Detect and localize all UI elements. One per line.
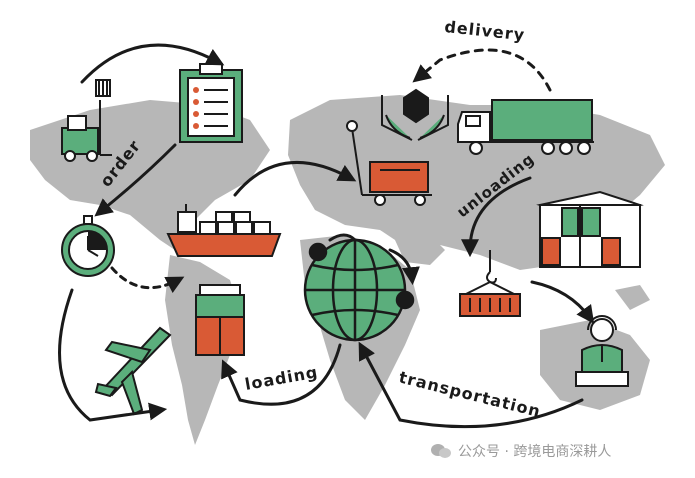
crane-container-icon — [459, 250, 521, 317]
stopwatch-icon — [61, 215, 115, 277]
watermark: 公众号 · 跨境电商深耕人 — [430, 440, 611, 462]
clipboard-icon — [179, 63, 243, 143]
watermark-text: 公众号 · 跨境电商深耕人 — [458, 444, 612, 460]
truck-icon — [457, 99, 594, 155]
label-delivery: delivery — [444, 17, 526, 44]
containers-icon — [536, 190, 644, 268]
label-transportation: transportation — [397, 367, 543, 421]
support-agent-icon — [575, 315, 629, 387]
airplane-icon — [94, 326, 172, 416]
label-loading: loading — [243, 362, 319, 394]
flow-arrows — [58, 43, 595, 429]
cargo-ship-icon — [166, 204, 282, 257]
forklift-icon — [61, 79, 112, 162]
warehouse-icon — [195, 284, 245, 356]
hand-truck-icon — [346, 120, 432, 206]
wechat-icon — [430, 443, 452, 459]
hands-box-icon — [381, 88, 449, 141]
